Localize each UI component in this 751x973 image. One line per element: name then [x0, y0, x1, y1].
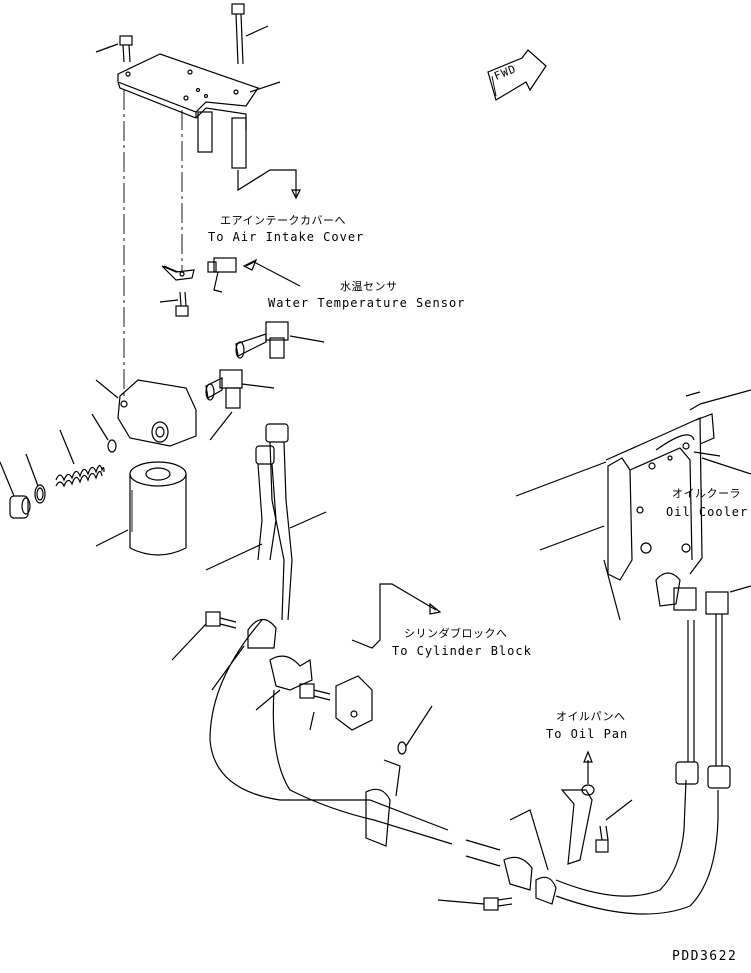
clamp-bracket-left: [247, 618, 313, 691]
mounting-bracket: [117, 53, 281, 169]
filter-head: [95, 379, 197, 447]
oil-filter-cartridge: [95, 461, 187, 556]
oil-cooler: [515, 389, 751, 621]
hose-assembly: [205, 423, 327, 621]
clamp-lower-1: [365, 705, 433, 847]
oil-pan-bracket: [560, 750, 595, 865]
o-ring: [91, 413, 117, 453]
plug: [0, 461, 31, 519]
oil-cooler-label-en: Oil Cooler: [666, 505, 749, 519]
cylinder-block-label-en: To Cylinder Block: [392, 644, 532, 658]
elbow-fitting-upper: [235, 321, 325, 359]
fwd-arrow-icon: [487, 49, 547, 101]
sensor-clip: [161, 265, 195, 281]
clamp-bolt-right: [255, 683, 331, 711]
air-intake-label-jp: エアインテークカバーへ: [220, 214, 346, 227]
air-intake-label-en: To Air Intake Cover: [208, 230, 365, 244]
spacer-block: [309, 675, 373, 731]
lower-bolt: [437, 897, 513, 911]
leader-air-intake: [237, 169, 301, 200]
sensor-bolt: [159, 291, 189, 317]
leader-cylinder-block: [351, 583, 442, 649]
return-hose: [209, 619, 719, 915]
elbow-fitting-middle: [205, 369, 275, 441]
drawing-code: PDD3622: [672, 949, 738, 964]
spring: [55, 429, 105, 488]
cylinder-block-label-jp: シリンダブロックへ: [404, 627, 508, 640]
oil-pan-bolt: [595, 799, 633, 853]
oil-cooler-hose-ends: [675, 614, 731, 789]
water-temp-label-jp: 水温センサ: [340, 280, 398, 293]
oil-pan-label-en: To Oil Pan: [546, 727, 629, 741]
water-temp-label-en: Water Temperature Sensor: [268, 296, 466, 310]
top-bolt-long: [231, 3, 269, 65]
water-temperature-sensor: [207, 257, 301, 293]
top-bolt-short: [95, 35, 133, 63]
seal-ring: [25, 453, 46, 504]
oil-pan-label-jp: オイルパンへ: [556, 710, 626, 723]
clamp-bolt-left: [171, 611, 245, 691]
clamp-lower-2: [503, 809, 557, 905]
oil-cooler-label-jp: オイルクーラ: [672, 487, 741, 500]
